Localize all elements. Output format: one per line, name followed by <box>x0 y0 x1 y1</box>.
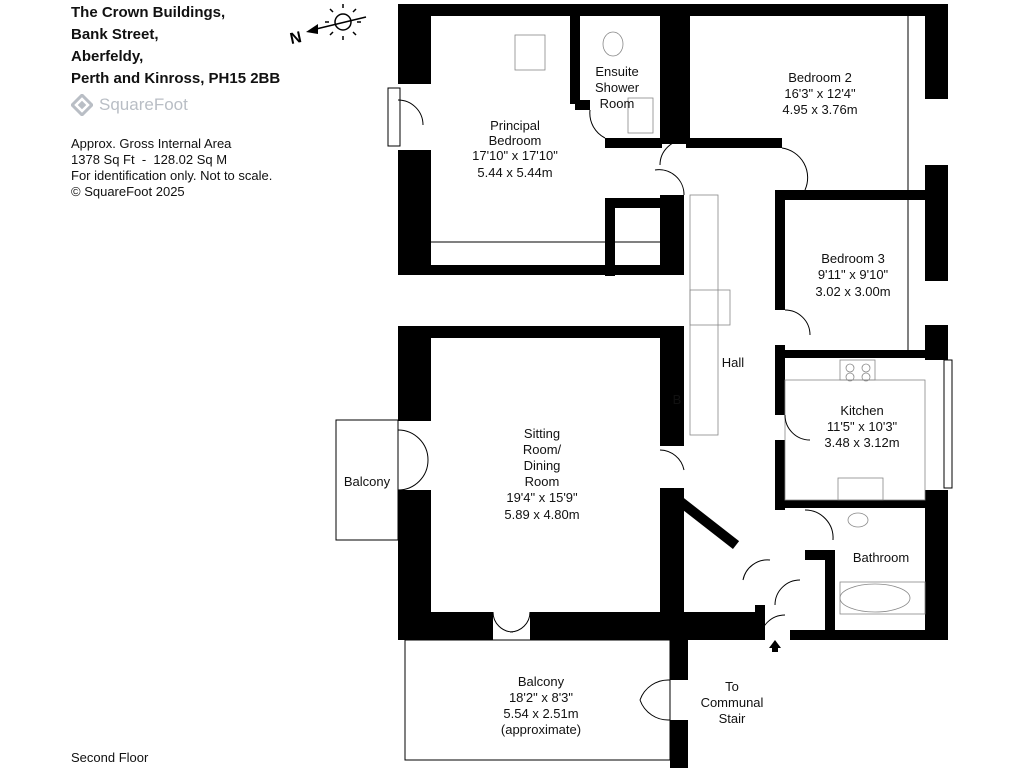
address-line-2: Bank Street, <box>71 26 159 43</box>
bedroom2-metric: 4.95 x 3.76m <box>782 102 857 117</box>
side-balcony-name: Balcony <box>344 474 391 489</box>
sitting-metric: 5.89 x 4.80m <box>504 507 579 522</box>
address-line-4: Perth and Kinross, PH15 2BB <box>71 70 281 87</box>
principal-bedroom-metric: 5.44 x 5.44m <box>477 165 552 180</box>
main-balcony-name: Balcony <box>518 674 565 689</box>
fixtures <box>335 16 953 761</box>
copyright: © SquareFoot 2025 <box>71 184 185 199</box>
walls <box>398 4 948 768</box>
room-labels: Principal Bedroom 17'10" x 17'10" 5.44 x… <box>344 64 909 737</box>
area-value: 1378 Sq Ft - 128.02 Sq M <box>71 152 228 167</box>
bathroom-name: Bathroom <box>853 550 909 565</box>
sitting-name1: Sitting <box>524 426 560 441</box>
brand-name: SquareFoot <box>99 95 188 114</box>
sitting-name2: Room/ <box>523 442 562 457</box>
main-balcony-imperial: 18'2" x 8'3" <box>509 690 573 705</box>
bedroom2-name: Bedroom 2 <box>788 70 852 85</box>
principal-bedroom-imperial: 17'10" x 17'10" <box>472 148 558 163</box>
compass-letter: N <box>288 29 303 48</box>
main-balcony-metric: 5.54 x 2.51m <box>503 706 578 721</box>
hall-name: Hall <box>722 355 745 370</box>
address-line-3: Aberfeldy, <box>71 48 144 65</box>
sitting-name3: Dining <box>524 458 561 473</box>
kitchen-imperial: 11'5" x 10'3" <box>827 419 898 434</box>
stair-line2: Communal <box>701 695 764 710</box>
cupboard-label: B <box>673 392 682 407</box>
ensuite-name1: Ensuite <box>595 64 638 79</box>
area-info: Approx. Gross Internal Area 1378 Sq Ft -… <box>71 136 272 200</box>
bedroom3-metric: 3.02 x 3.00m <box>815 284 890 299</box>
squarefoot-logo-icon <box>71 94 93 116</box>
area-label: Approx. Gross Internal Area <box>71 136 232 151</box>
bedroom3-imperial: 9'11" x 9'10" <box>818 267 889 282</box>
floor-label: Second Floor <box>71 750 149 765</box>
kitchen-name: Kitchen <box>840 403 883 418</box>
stair-line3: Stair <box>719 711 746 726</box>
stair-line1: To <box>725 679 739 694</box>
sitting-imperial: 19'4" x 15'9" <box>506 490 578 505</box>
main-balcony-note: (approximate) <box>501 722 581 737</box>
compass-icon: N <box>288 4 367 48</box>
address-line-1: The Crown Buildings, <box>71 4 226 21</box>
property-address: The Crown Buildings, Bank Street, Aberfe… <box>71 2 280 90</box>
disclaimer: For identification only. Not to scale. <box>71 168 273 183</box>
sitting-name4: Room <box>525 474 560 489</box>
brand-logo: SquareFoot <box>71 94 188 116</box>
principal-bedroom-name2: Bedroom <box>489 133 542 148</box>
bedroom2-imperial: 16'3" x 12'4" <box>784 86 856 101</box>
kitchen-metric: 3.48 x 3.12m <box>824 435 899 450</box>
principal-bedroom-name1: Principal <box>490 118 540 133</box>
bedroom3-name: Bedroom 3 <box>821 251 885 266</box>
ensuite-name3: Room <box>600 96 635 111</box>
ensuite-name2: Shower <box>595 80 640 95</box>
